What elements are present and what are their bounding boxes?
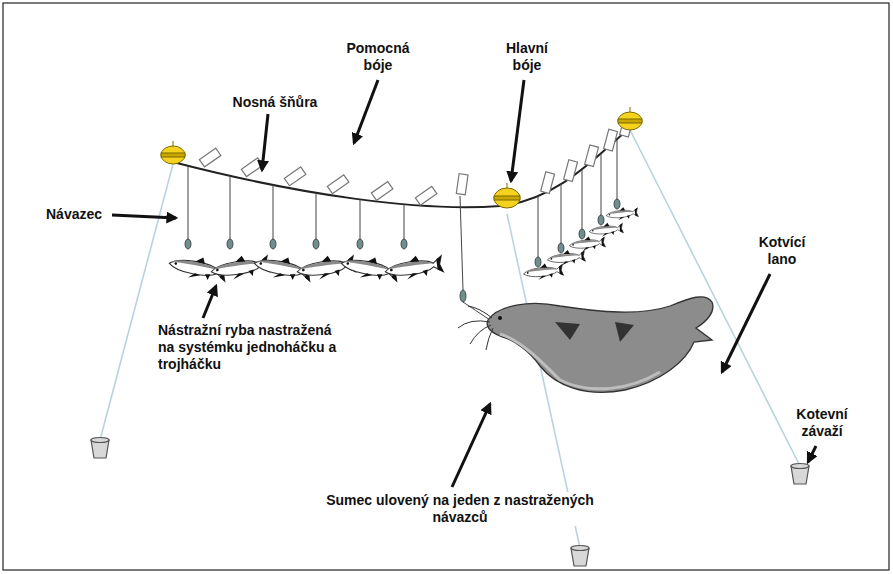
part-label: Návazec (44, 206, 104, 223)
part-label: Nosná šňůra (231, 94, 320, 111)
part-label: Sumec ulovený na jeden z nastražených ná… (308, 492, 612, 526)
part-label: Kotevní závaží (794, 406, 849, 440)
hooks-and-baits (168, 115, 639, 284)
frame (3, 3, 889, 570)
pointer-arrow (262, 114, 268, 170)
pointer-arrow (808, 446, 816, 462)
part-label: Nástražní ryba nastražená na systémku je… (156, 322, 340, 373)
pointer-arrow (452, 404, 490, 487)
part-label: Pomocná bóje (344, 40, 411, 74)
pointer-arrow (722, 274, 770, 372)
anchor-ropes (100, 130, 800, 548)
catfish (458, 297, 713, 393)
part-label: Hlavní bóje (504, 40, 550, 74)
buoys (161, 107, 642, 208)
anchor-weights (91, 438, 809, 567)
pointer-arrow (511, 80, 524, 181)
catfish-leader (460, 196, 490, 320)
pointer-arrow (203, 286, 216, 318)
part-label: Kotvící lano (757, 234, 808, 268)
pointer-arrow (112, 215, 176, 218)
pointer-arrow (354, 80, 378, 143)
